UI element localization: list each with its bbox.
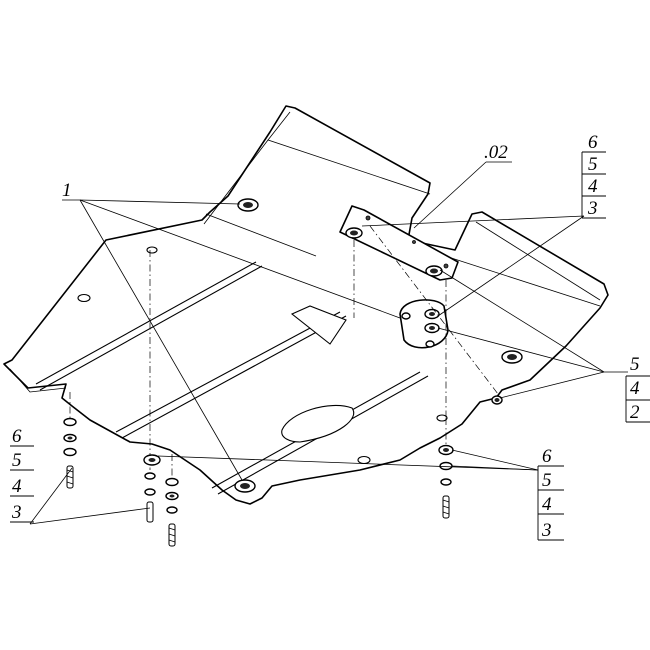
spring-washer [63, 447, 77, 457]
stack-item-label: 3 [541, 520, 552, 541]
fold-line-right [475, 221, 601, 301]
washer [439, 461, 453, 471]
small-hole-right [436, 414, 448, 422]
bracket-02 [339, 205, 459, 281]
front-edge-thickness [9, 368, 67, 393]
stack-item-label: 3 [11, 502, 22, 523]
stack-item-label: 5 [12, 450, 22, 471]
fastener-stack-center [165, 477, 179, 547]
mounting-pad [399, 299, 449, 349]
stack-item-label: 5 [630, 354, 640, 375]
stack-item-label: 6 [12, 426, 22, 447]
fold-line-inner [205, 213, 317, 257]
fastener-stack-left [63, 417, 77, 489]
slot-cutout [290, 305, 347, 345]
oval-cutout [281, 404, 355, 443]
small-hole-top [146, 246, 158, 254]
callout-stack-left: 6 5 4 3 [10, 426, 34, 523]
skid-plate [3, 105, 609, 505]
washer [144, 472, 156, 480]
small-hole-left [77, 293, 91, 303]
stack-item-label: 4 [630, 378, 640, 399]
rib-1 [35, 261, 257, 385]
fastener-stack-right [438, 444, 454, 519]
stack-item-label: 4 [542, 494, 552, 515]
bolt [146, 501, 154, 523]
callout-1-label: 1 [62, 180, 72, 201]
stack-item-label: 4 [588, 176, 598, 197]
rib-1-edge [39, 265, 263, 391]
small-hole-bottom [357, 455, 371, 465]
stack-item-label: 6 [542, 446, 552, 467]
callout-stack-right: 5 4 2 [625, 354, 650, 423]
callout-stack-top-right: 6 5 4 3 [581, 132, 606, 219]
leader-lines [29, 161, 628, 525]
part-code-label: .02 [484, 142, 508, 163]
callout-stack-bottom-right: 6 5 4 3 [537, 446, 564, 541]
rib-2 [115, 311, 341, 433]
stack-item-label: 3 [587, 198, 598, 219]
spring-washer [440, 478, 452, 486]
stack-item-label: 5 [588, 154, 598, 175]
bracket-strip [339, 205, 459, 281]
axis-lines [69, 225, 499, 480]
spring-washer [144, 488, 156, 496]
nut [63, 417, 77, 427]
spring-washer [166, 506, 178, 514]
fastener-stack-middle [143, 454, 161, 523]
fold-line-corner [267, 111, 291, 141]
pad-outline [399, 299, 449, 349]
stack-item-label: 4 [12, 476, 22, 497]
stack-item-label: 6 [588, 132, 598, 153]
stack-item-label: 5 [542, 470, 552, 491]
stack-item-label: 2 [630, 402, 640, 423]
nut [165, 477, 179, 487]
rib-2-edge [121, 315, 347, 439]
